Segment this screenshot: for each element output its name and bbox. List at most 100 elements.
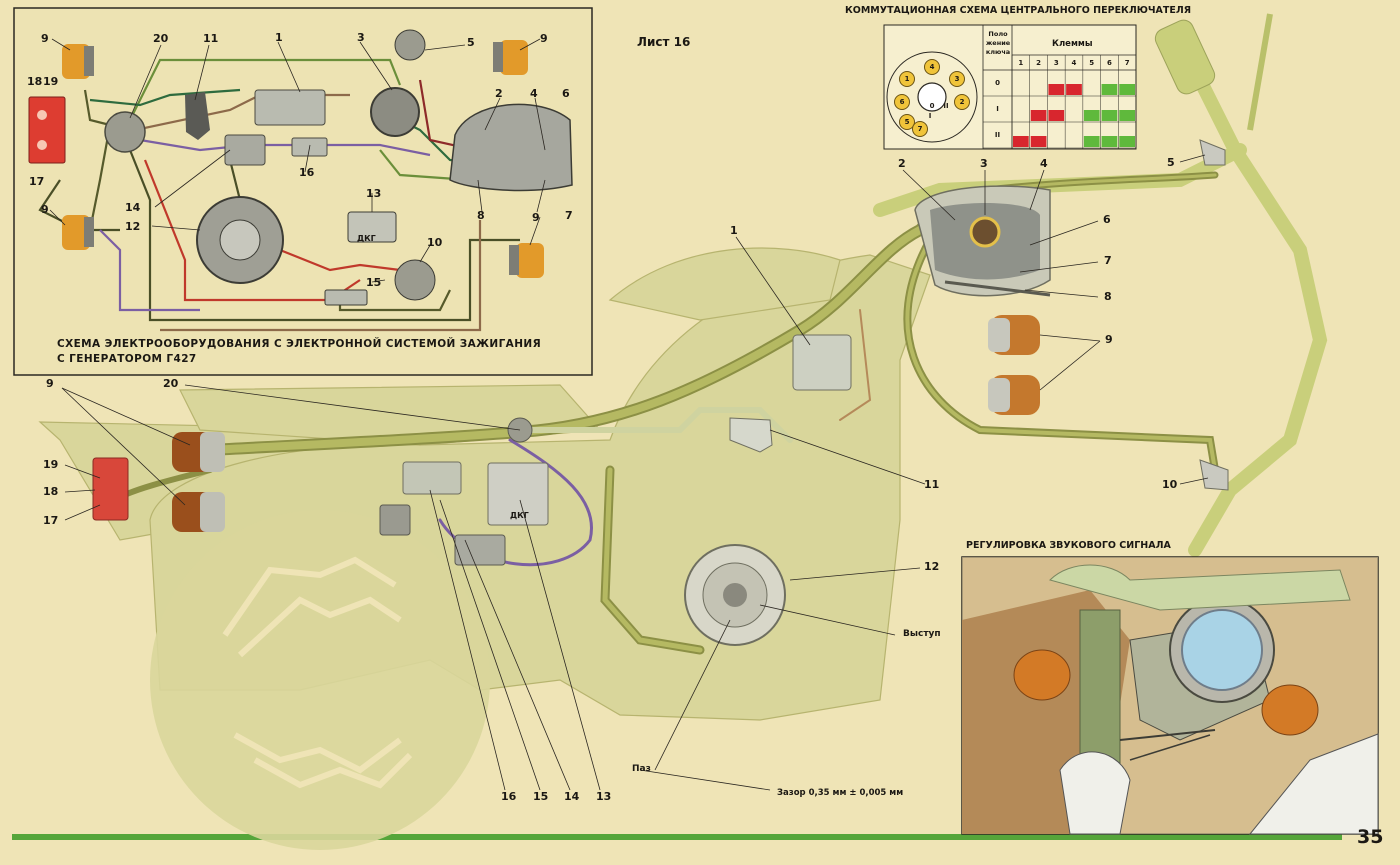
dial-contact-number: 1	[904, 75, 910, 83]
switch-connection-cell	[1119, 136, 1135, 147]
switch-connection-cell	[1101, 136, 1118, 147]
horn-inset	[961, 556, 1379, 835]
label-protrusion: Выступ	[903, 629, 941, 639]
inset-dkg-label: ДКГ	[357, 234, 376, 243]
label-18: 18	[43, 485, 59, 498]
dial-contact-number: 5	[904, 118, 910, 126]
page-number: 35	[1357, 826, 1384, 848]
switch-connection-cell	[1048, 84, 1065, 95]
inset-label-7: 7	[565, 209, 573, 222]
switch-connection-cell	[1083, 110, 1100, 121]
switch-connection-cell	[1119, 110, 1135, 121]
dial-contact	[899, 114, 915, 130]
inset-components	[28, 29, 573, 306]
dial-contact-number: 6	[899, 98, 905, 106]
label-20: 20	[163, 377, 179, 390]
dial-position-mark: 0	[929, 102, 935, 110]
inset-label-8: 8	[477, 209, 485, 222]
main-components	[379, 139, 1229, 646]
bottom-green-stripe	[12, 834, 1342, 840]
inset-label-9-lower-right: 9	[532, 211, 540, 224]
inset-label-16: 16	[299, 166, 315, 179]
inset-label-13: 13	[366, 187, 382, 200]
wheel-spokes	[222, 556, 413, 789]
inset-caption-line2: С ГЕНЕРАТОРОМ Г427	[57, 353, 197, 365]
label-gap: Зазор 0,35 мм ± 0,005 мм	[777, 788, 904, 798]
label-2: 2	[898, 157, 906, 170]
dial-contact	[924, 59, 940, 75]
switch-position: I	[996, 105, 999, 113]
switch-connection-cell	[1101, 110, 1118, 121]
inset-label-14: 14	[125, 201, 141, 214]
label-15: 15	[533, 790, 549, 803]
turn-signals-main	[172, 315, 1040, 532]
label-19: 19	[43, 458, 59, 471]
leader-lines	[61, 154, 1209, 791]
label-7: 7	[1104, 254, 1112, 267]
inset-label-2: 2	[495, 87, 503, 100]
label-3: 3	[980, 157, 988, 170]
label-9-left: 9	[46, 377, 54, 390]
label-13: 13	[596, 790, 612, 803]
label-4: 4	[1040, 157, 1048, 170]
label-11: 11	[924, 478, 940, 491]
dial-position-mark: I	[928, 112, 932, 120]
inset-label-6: 6	[562, 87, 570, 100]
inset-label-12: 12	[125, 220, 141, 233]
label-dkg: ДКГ	[510, 511, 529, 520]
switch-table-title: КОММУТАЦИОННАЯ СХЕМА ЦЕНТРАЛЬНОГО ПЕРЕКЛ…	[845, 5, 1192, 16]
switch-connection-cell	[1030, 136, 1047, 147]
inset-label-18: 18	[27, 75, 43, 88]
label-1: 1	[730, 224, 738, 237]
switch-dial-contacts	[894, 59, 970, 137]
inset-caption-line1: СХЕМА ЭЛЕКТРООБОРУДОВАНИЯ С ЭЛЕКТРОННОЙ …	[57, 338, 542, 350]
inset-leader-lines	[49, 38, 546, 283]
headlamp-unit	[914, 185, 1051, 297]
label-14: 14	[564, 790, 580, 803]
switch-connection-cell	[1030, 110, 1047, 121]
rear-light-unit	[92, 457, 129, 521]
switch-connection-cell	[1083, 136, 1100, 147]
switch-connection-cell	[1013, 136, 1029, 147]
dial-contact-number: 7	[917, 125, 923, 133]
terminal-number: 5	[1089, 59, 1095, 67]
dial-contact-number: 3	[954, 75, 960, 83]
dial-contact	[899, 71, 915, 87]
inset-label-4: 4	[530, 87, 538, 100]
label-10: 10	[1162, 478, 1178, 491]
label-16: 16	[501, 790, 517, 803]
dial-contact	[949, 71, 965, 87]
dial-contact	[912, 121, 928, 137]
inset-label-20: 20	[153, 32, 169, 45]
dial-contact-number: 2	[959, 98, 965, 106]
terminal-number: 1	[1018, 59, 1024, 67]
switch-position-header: Поло жение ключа	[985, 30, 1011, 56]
switch-connection-cell	[1048, 110, 1065, 121]
terminal-number: 4	[1071, 59, 1077, 67]
inset-label-1: 1	[275, 31, 283, 44]
switch-connection-cell	[1101, 84, 1118, 95]
terminal-number: 7	[1124, 59, 1130, 67]
sheet-label: Лист 16	[637, 35, 691, 49]
inset-label-9-right: 9	[540, 32, 548, 45]
inset-label-11: 11	[203, 32, 219, 45]
terminal-number: 6	[1106, 59, 1112, 67]
switch-connection-cell	[1066, 84, 1082, 95]
dial-position-mark: II	[943, 102, 949, 110]
inset-label-15: 15	[366, 276, 382, 289]
inset-label-17: 17	[29, 175, 45, 188]
label-6: 6	[1103, 213, 1111, 226]
label-5: 5	[1167, 156, 1175, 169]
dial-contact	[894, 94, 910, 110]
switch-position: 0	[995, 79, 1000, 87]
dial-contact	[954, 94, 970, 110]
horn-inset-title: РЕГУЛИРОВКА ЗВУКОВОГО СИГНАЛА	[966, 540, 1171, 551]
label-9: 9	[1105, 333, 1113, 346]
dial-contact-number: 4	[929, 63, 935, 71]
label-8: 8	[1104, 290, 1112, 303]
inset-label-19: 19	[43, 75, 59, 88]
inset-label-9: 9	[41, 32, 49, 45]
terminal-number: 2	[1036, 59, 1041, 67]
terminal-number: 3	[1053, 59, 1059, 67]
switch-position: II	[994, 131, 1001, 139]
